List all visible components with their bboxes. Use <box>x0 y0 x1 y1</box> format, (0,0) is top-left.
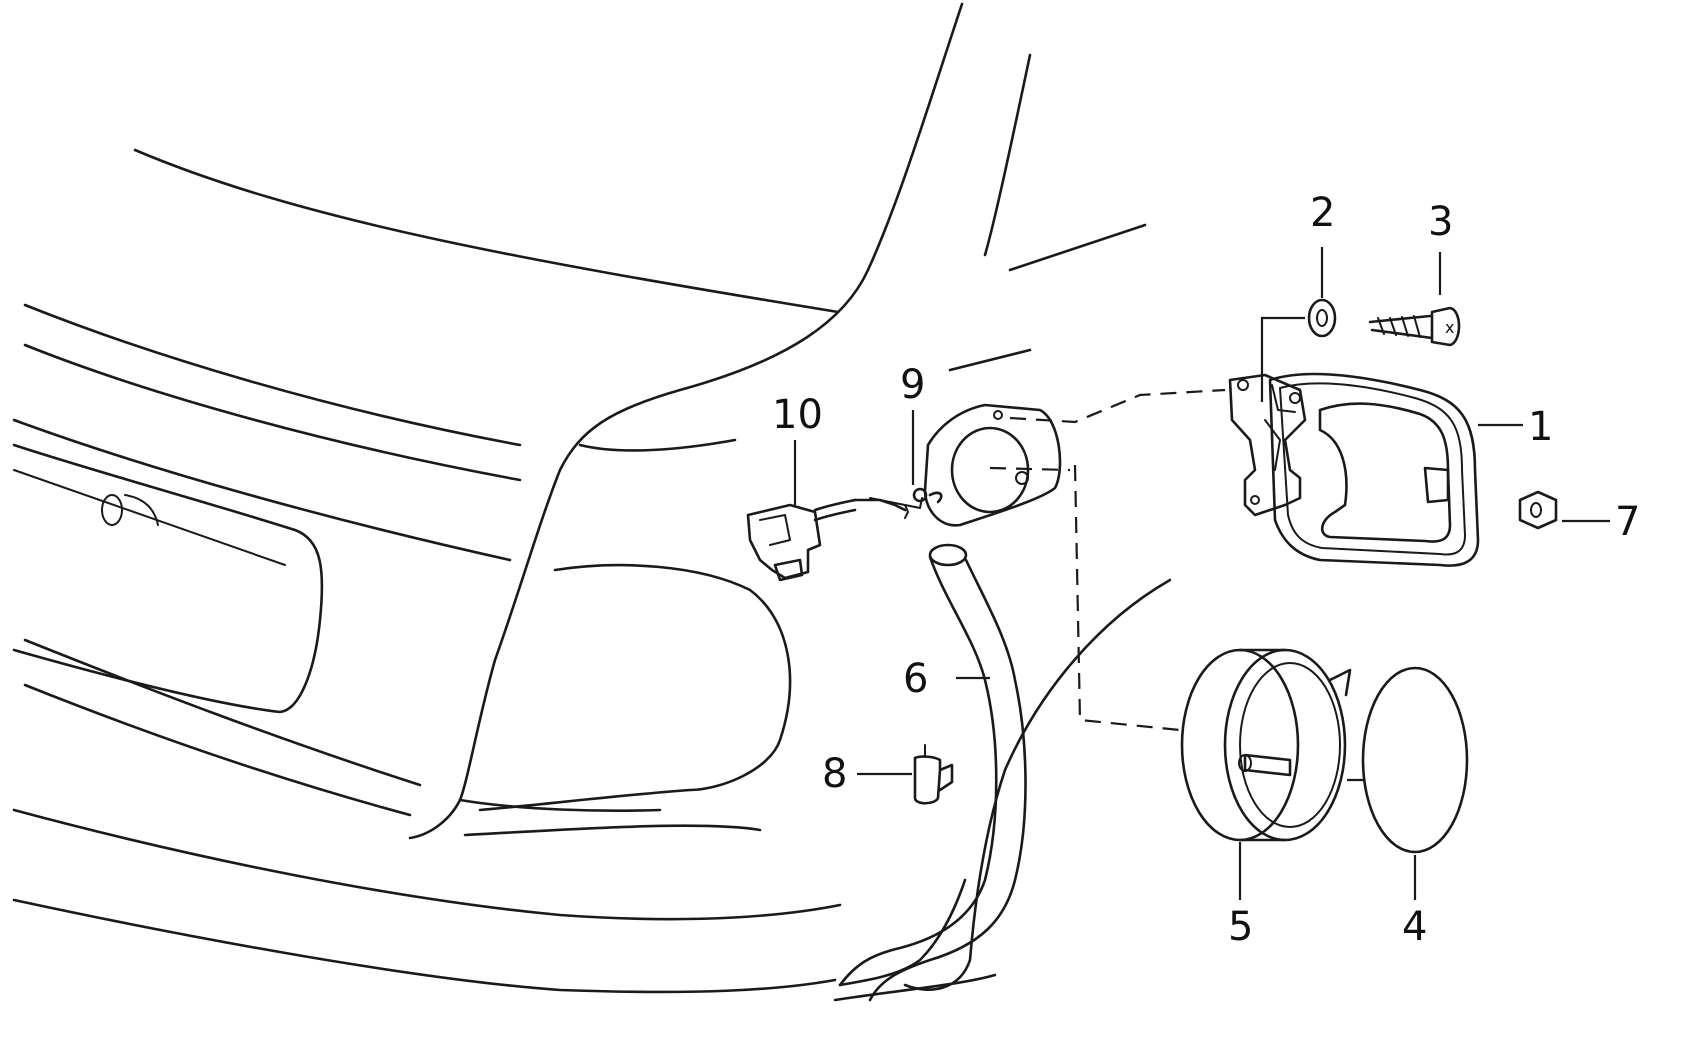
callout-labels: 1 2 3 4 5 6 7 8 9 10 <box>772 190 1640 950</box>
part-2-washer <box>1307 298 1337 338</box>
callout-1: 1 <box>1528 404 1553 450</box>
assembly-dashed-lines <box>989 388 1226 732</box>
part-1-fuel-flap <box>1228 372 1480 567</box>
callout-9: 9 <box>900 362 925 408</box>
leader-lines <box>793 247 1610 900</box>
callout-8: 8 <box>822 751 847 797</box>
fuel-door-recess <box>923 403 1062 527</box>
part-10-actuator <box>746 498 857 582</box>
callout-5: 5 <box>1228 904 1253 950</box>
part-5-filler-housing <box>1180 648 1352 842</box>
callout-3: 3 <box>1428 199 1453 245</box>
part-8-clip <box>913 744 954 805</box>
part-6-hose <box>838 543 1027 1002</box>
callout-2: 2 <box>1310 190 1335 236</box>
callout-7: 7 <box>1615 499 1640 545</box>
part-4-seal-disc <box>1361 666 1469 854</box>
part-9-cable <box>853 487 943 519</box>
callout-6: 6 <box>903 656 928 702</box>
callout-10: 10 <box>772 392 823 438</box>
part-7-nut <box>1518 490 1558 530</box>
svg-text:x: x <box>1445 318 1454 337</box>
car-body-outline <box>12 2 1172 1002</box>
callout-4: 4 <box>1402 904 1427 950</box>
part-3-screw: x <box>1368 306 1461 347</box>
